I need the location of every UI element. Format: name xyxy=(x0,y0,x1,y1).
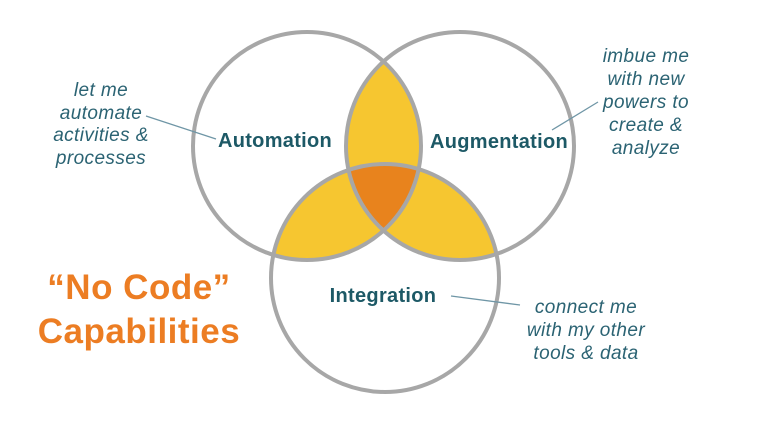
slide-title: “No Code” Capabilities xyxy=(9,266,269,354)
slide-title-line2: Capabilities xyxy=(37,312,241,351)
augmentation-circle xyxy=(344,30,576,262)
connector-augmentation xyxy=(551,101,599,131)
integration-circle xyxy=(269,162,501,394)
integration-annotation: connect me with my other tools & data xyxy=(526,297,646,364)
connector-automation xyxy=(145,115,217,140)
augmentation-annotation: imbue me with new powers to create & ana… xyxy=(602,46,690,159)
triple-overlap-outer xyxy=(346,164,421,260)
automation-label: Automation xyxy=(217,130,333,152)
integration-label: Integration xyxy=(329,285,437,307)
automation-circle xyxy=(191,30,423,262)
triple-overlap-inner xyxy=(346,164,421,260)
automation-annotation: let me automate activities & processes xyxy=(53,80,149,169)
slide-title-line1: “No Code” xyxy=(47,268,231,307)
augmentation-label: Augmentation xyxy=(429,131,569,153)
connector-integration xyxy=(450,295,521,306)
triple-overlap-fill xyxy=(346,164,421,260)
